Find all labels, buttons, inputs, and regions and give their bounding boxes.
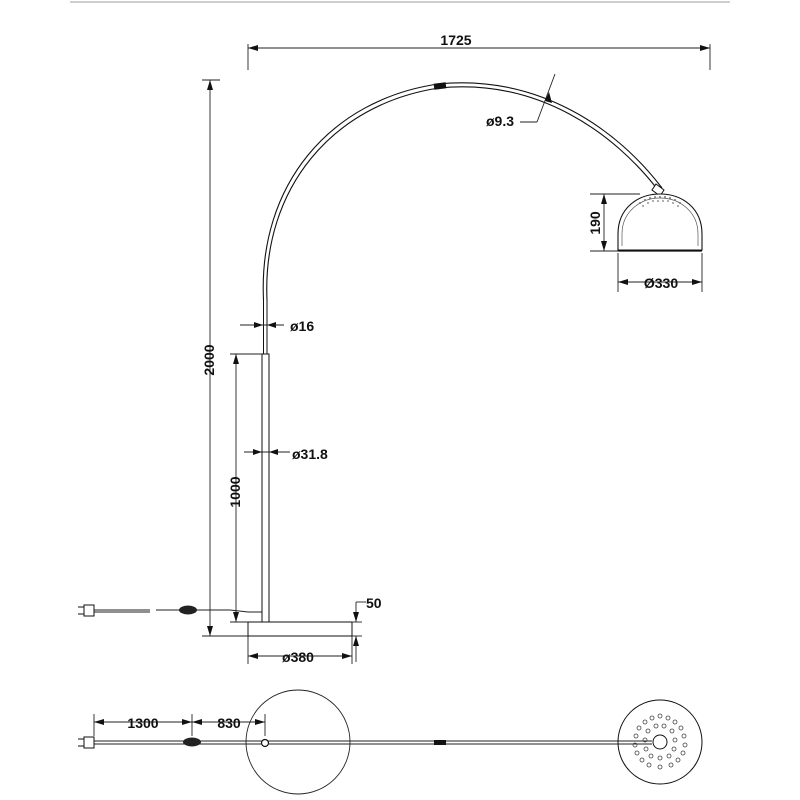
arc-arm-inner [266, 86, 659, 301]
dim-shade-height: 190 [587, 193, 640, 252]
base-circle-top [245, 689, 351, 795]
lamp-base [247, 621, 353, 637]
dim-upper-pole-diameter: ø16 [240, 318, 314, 334]
arc-arm-outer [262, 82, 663, 301]
total-height-label: 2000 [201, 344, 217, 375]
dim-switch-to-base: 830 [192, 714, 266, 736]
lower-pole-diameter-label: ø31.8 [292, 446, 328, 462]
overall-width-label: 1725 [440, 32, 471, 48]
dim-base-height: 50 [352, 595, 382, 662]
dim-total-height: 2000 [201, 79, 248, 637]
dim-cord-to-switch: 1300 [93, 714, 193, 736]
lamp-side-view [78, 82, 703, 637]
arm-joint-top [434, 740, 446, 745]
pole-top [260, 738, 270, 748]
base-height-label: 50 [366, 595, 382, 611]
dim-overall-width: 1725 [247, 32, 711, 70]
shade-perforation-pattern [639, 196, 681, 207]
dim-arm-diameter: ø9.3 [486, 73, 556, 129]
shade-perforation-top [632, 713, 688, 770]
base-diameter-label: ø380 [282, 649, 314, 665]
dim-shade-diameter: Ø330 [617, 253, 703, 292]
lower-pole [261, 353, 270, 623]
dim-lower-pole-diameter: ø31.8 [244, 446, 328, 462]
power-cord [78, 604, 262, 617]
upper-pole-diameter-label: ø16 [290, 318, 314, 334]
dim-base-diameter: ø380 [247, 636, 353, 665]
plug-icon [78, 604, 95, 617]
shade-circle-top [617, 699, 703, 785]
lower-pole-height-label: 1000 [227, 476, 243, 507]
shade-diameter-label: Ø330 [644, 275, 678, 291]
plug-top-icon [78, 736, 95, 749]
switch-to-base-label: 830 [217, 715, 241, 731]
shade-inner-top [652, 734, 668, 750]
shade-height-label: 190 [587, 211, 603, 235]
lamp-shade [617, 193, 703, 251]
arm-diameter-label: ø9.3 [486, 113, 514, 129]
arc-joint [433, 82, 447, 90]
cord-to-switch-label: 1300 [127, 715, 158, 731]
dim-lower-pole-height: 1000 [227, 353, 262, 623]
foot-switch [179, 605, 197, 615]
foot-switch-top [183, 737, 201, 747]
lamp-top-view [78, 689, 703, 795]
